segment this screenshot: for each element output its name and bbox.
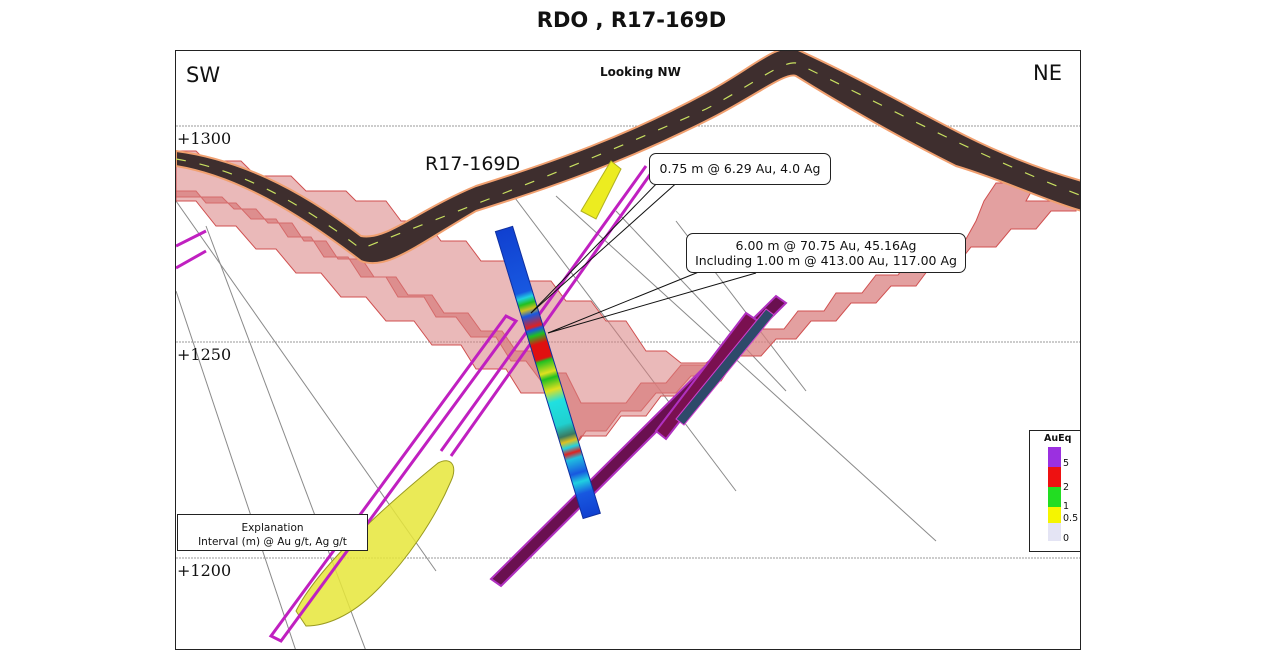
topography-surface bbox=[176, 51, 1080, 265]
callout-intercept-2: 6.00 m @ 70.75 Au, 45.16Ag Including 1.0… bbox=[686, 233, 966, 273]
callout-intercept-1: 0.75 m @ 6.29 Au, 4.0 Ag bbox=[649, 153, 831, 185]
legend-swatch-0-5 bbox=[1048, 507, 1061, 523]
legend-title: AuEq bbox=[1044, 433, 1072, 444]
drill-hole-R17-169D bbox=[494, 225, 601, 520]
legend-tick-2: 2 bbox=[1063, 482, 1070, 493]
legend-swatch-0 bbox=[1048, 523, 1061, 541]
elevation-label-1300: +1300 bbox=[177, 129, 232, 148]
cross-section-frame: SW NE Looking NW +1300 +1250 +1200 R17-1… bbox=[175, 50, 1081, 650]
view-direction-label: Looking NW bbox=[600, 65, 681, 79]
aueq-legend: AuEq 5 2 1 0.5 0 bbox=[1029, 430, 1080, 552]
legend-tick-1: 1 bbox=[1063, 501, 1070, 512]
explanation-text: Interval (m) @ Au g/t, Ag g/t bbox=[198, 536, 347, 548]
explanation-title: Explanation bbox=[241, 522, 304, 534]
explanation-box: Explanation Interval (m) @ Au g/t, Ag g/… bbox=[177, 514, 368, 551]
legend-tick-0-5: 0.5 bbox=[1063, 513, 1079, 524]
legend-tick-5: 5 bbox=[1063, 458, 1070, 469]
cross-section-drawing bbox=[176, 51, 1080, 649]
direction-ne-label: NE bbox=[1033, 61, 1062, 85]
legend-swatch-1 bbox=[1048, 487, 1061, 507]
left-vein-stubs bbox=[176, 229, 207, 270]
legend-tick-0: 0 bbox=[1063, 533, 1070, 544]
road-centerline bbox=[176, 62, 1080, 250]
yellow-sliver bbox=[580, 160, 622, 220]
elevation-label-1200: +1200 bbox=[177, 561, 232, 580]
callout-intercept-1-text: 0.75 m @ 6.29 Au, 4.0 Ag bbox=[659, 161, 821, 176]
callout-intercept-2-line2: Including 1.00 m @ 413.00 Au, 117.00 Ag bbox=[695, 253, 957, 268]
structure-mid-core bbox=[675, 308, 775, 426]
legend-swatch-2 bbox=[1048, 467, 1061, 487]
drill-hole-label: R17-169D bbox=[425, 153, 521, 175]
legend-swatch-5 bbox=[1048, 447, 1061, 467]
callout-intercept-2-line1: 6.00 m @ 70.75 Au, 45.16Ag bbox=[735, 238, 917, 253]
elevation-label-1250: +1250 bbox=[177, 345, 232, 364]
callout-leaders bbox=[530, 178, 757, 334]
direction-sw-label: SW bbox=[186, 63, 221, 87]
figure-title: RDO , R17-169D bbox=[536, 8, 727, 32]
magenta-vein-outlines bbox=[268, 165, 656, 643]
